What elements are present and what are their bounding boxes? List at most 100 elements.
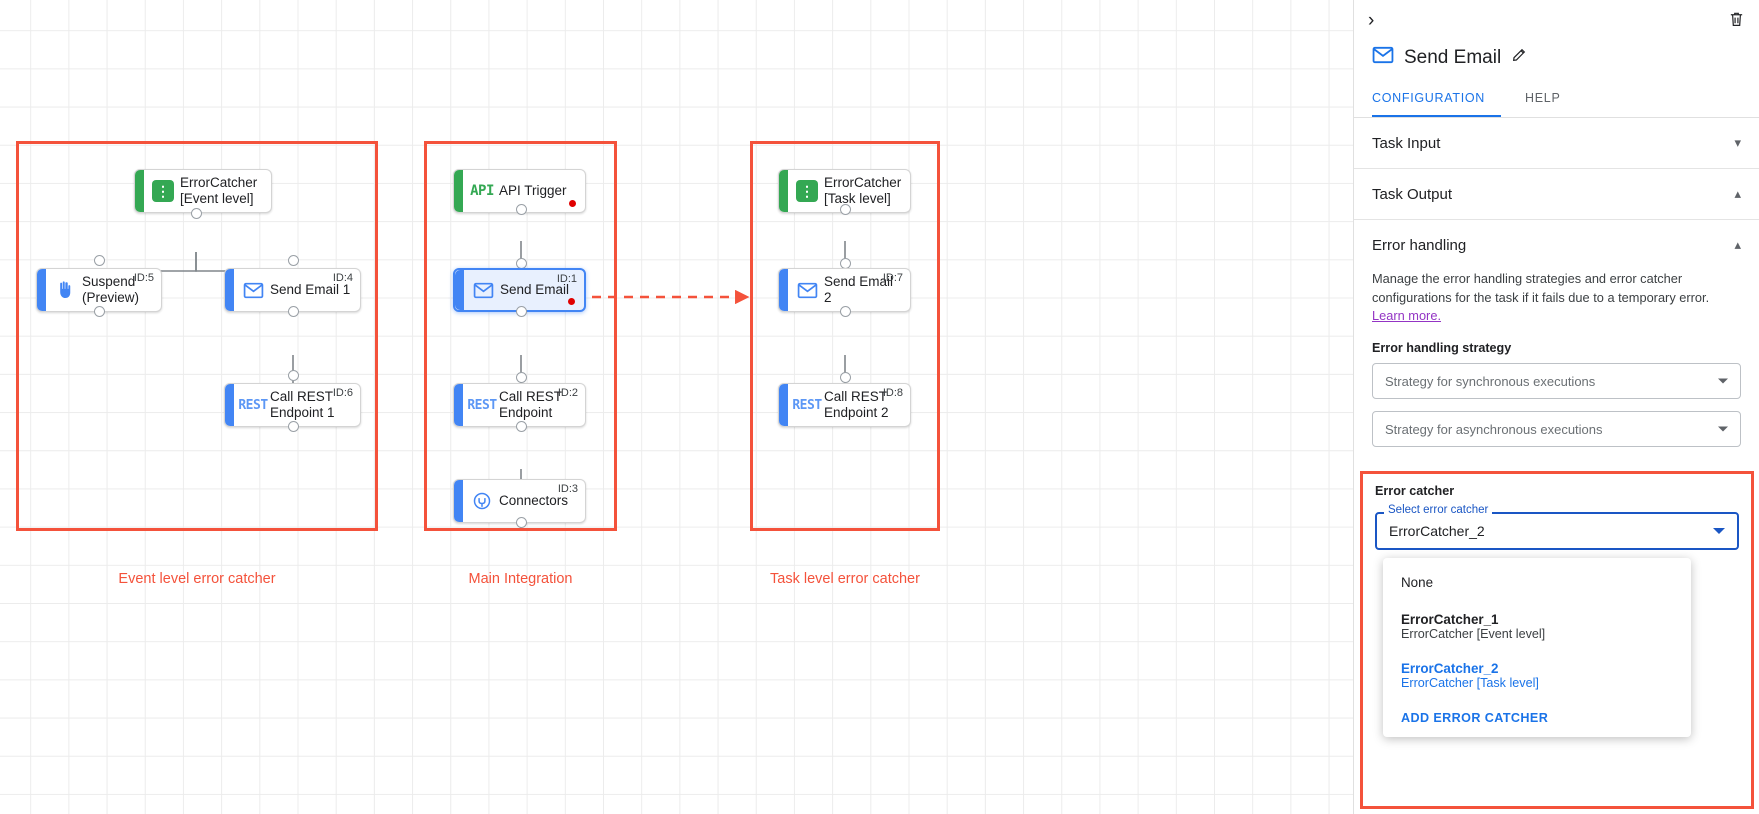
node-id: ID:6	[332, 387, 353, 399]
error-indicator-dot	[569, 200, 576, 207]
node-accent-bar	[225, 384, 234, 426]
node-call-rest-endpoint-1[interactable]: REST Call REST Endpoint 1 ID:6	[224, 383, 361, 427]
option-secondary: ErrorCatcher [Event level]	[1401, 627, 1546, 641]
select-error-catcher-legend: Select error catcher	[1384, 504, 1493, 516]
node-label: ErrorCatcher [Task level]	[824, 175, 902, 206]
error-catcher-select-wrap: Select error catcher ErrorCatcher_2	[1375, 504, 1739, 550]
port-send-email-1-in[interactable]	[288, 255, 299, 266]
port-errorcatcher-task-out[interactable]	[840, 204, 851, 215]
dropdown-option-errorcatcher-1[interactable]: ErrorCatcher_1 ErrorCatcher [Event level…	[1383, 607, 1691, 646]
node-label: ErrorCatcher [Event level]	[180, 175, 258, 206]
port-send-email-1-out[interactable]	[288, 306, 299, 317]
port-suspend-out[interactable]	[94, 306, 105, 317]
chevron-right-icon[interactable]: ›	[1368, 9, 1375, 31]
hand-icon	[48, 269, 82, 311]
chevron-up-icon[interactable]: ▴	[1734, 237, 1741, 252]
sync-strategy-value: Strategy for synchronous executions	[1385, 373, 1596, 389]
group-caption-event-level: Event level error catcher	[118, 571, 276, 587]
async-strategy-select[interactable]: Strategy for asynchronous executions	[1372, 411, 1741, 448]
node-accent-bar	[779, 384, 788, 426]
dropdown-option-errorcatcher-2[interactable]: ErrorCatcher_2 ErrorCatcher [Task level]	[1383, 656, 1691, 695]
node-id: ID:5	[133, 272, 154, 284]
port-suspend-in[interactable]	[94, 255, 105, 266]
envelope-icon	[236, 269, 270, 311]
node-label: Call REST Endpoint	[499, 389, 563, 420]
node-label: Call REST Endpoint 1	[270, 389, 335, 420]
section-header-task-output[interactable]: Task Output ▴	[1372, 169, 1741, 219]
node-id: ID:4	[332, 272, 353, 284]
trash-icon[interactable]	[1728, 10, 1745, 33]
node-label: Connectors	[499, 493, 569, 509]
node-id: ID:8	[882, 387, 903, 399]
node-call-rest-endpoint[interactable]: REST Call REST Endpoint ID:2	[453, 383, 586, 427]
section-task-input: Task Input ▾	[1354, 118, 1759, 169]
port-call-rest-1-in[interactable]	[288, 370, 299, 381]
error-indicator-dot	[568, 298, 575, 305]
error-catcher-icon: ⋮	[146, 170, 180, 212]
port-call-rest-in[interactable]	[516, 372, 527, 383]
error-catcher-title: Error catcher	[1375, 484, 1455, 498]
port-call-rest-1-out[interactable]	[288, 421, 299, 432]
tab-configuration[interactable]: CONFIGURATION	[1372, 83, 1502, 117]
node-accent-bar	[37, 269, 46, 311]
panel-title-row: Send Email	[1354, 40, 1759, 83]
learn-more-link[interactable]: Learn more.	[1372, 308, 1441, 324]
port-connectors-out[interactable]	[516, 517, 527, 528]
port-send-email-out[interactable]	[516, 306, 527, 317]
page-title: Send Email	[1404, 46, 1502, 68]
pencil-icon[interactable]	[1511, 47, 1527, 68]
node-send-email-2[interactable]: Send Email 2 ID:7	[778, 268, 911, 312]
connectors-icon	[465, 480, 499, 522]
node-accent-bar	[225, 269, 234, 311]
node-id: ID:3	[557, 483, 578, 495]
chevron-down-icon[interactable]: ▾	[1734, 135, 1741, 150]
node-send-email-1[interactable]: Send Email 1 ID:4	[224, 268, 361, 312]
node-accent-bar	[455, 270, 464, 310]
error-handling-description: Manage the error handling strategies and…	[1372, 271, 1710, 305]
rest-icon: REST	[238, 397, 268, 413]
chevron-down-icon	[1718, 378, 1728, 384]
node-suspend-preview[interactable]: Suspend (Preview) ID:5	[36, 268, 162, 312]
option-primary: None	[1401, 575, 1434, 590]
sync-strategy-select[interactable]: Strategy for synchronous executions	[1372, 363, 1741, 400]
panel-topbar: ›	[1354, 0, 1759, 40]
tab-help[interactable]: HELP	[1525, 91, 1561, 105]
section-title: Task Output	[1372, 185, 1453, 203]
port-call-rest-out[interactable]	[516, 421, 527, 432]
add-error-catcher-button[interactable]: ADD ERROR CATCHER	[1401, 711, 1549, 725]
node-connectors[interactable]: Connectors ID:3	[453, 479, 586, 523]
port-call-rest-2-in[interactable]	[840, 372, 851, 383]
port-api-trigger-out[interactable]	[516, 204, 527, 215]
node-label: Call REST Endpoint 2	[824, 389, 889, 420]
section-header-error-handling[interactable]: Error handling ▴	[1372, 220, 1741, 270]
section-header-task-input[interactable]: Task Input ▾	[1372, 118, 1741, 168]
async-strategy-value: Strategy for asynchronous executions	[1385, 421, 1603, 437]
group-box-main-integration	[424, 141, 617, 531]
error-catcher-dropdown-menu[interactable]: None ErrorCatcher_1 ErrorCatcher [Event …	[1383, 558, 1691, 737]
option-secondary: ErrorCatcher [Task level]	[1401, 676, 1539, 690]
node-errorcatcher-event-level[interactable]: ⋮ ErrorCatcher [Event level]	[134, 169, 272, 213]
chevron-up-icon[interactable]: ▴	[1734, 186, 1741, 201]
option-primary: ErrorCatcher_2	[1401, 661, 1499, 676]
select-error-catcher[interactable]: ErrorCatcher_2	[1375, 512, 1739, 550]
rest-icon: REST	[792, 397, 822, 413]
group-caption-main-integration: Main Integration	[468, 571, 573, 587]
dropdown-option-none[interactable]: None	[1383, 570, 1691, 595]
chevron-down-icon	[1713, 528, 1725, 534]
chevron-down-icon	[1718, 426, 1728, 432]
section-task-output: Task Output ▴	[1354, 169, 1759, 220]
envelope-icon	[1372, 46, 1394, 69]
error-handling-strategy-label: Error handling strategy	[1372, 341, 1512, 356]
port-send-email-2-out[interactable]	[840, 306, 851, 317]
task-config-panel: › Send Email	[1353, 0, 1759, 814]
port-errorcatcher-event-out[interactable]	[191, 208, 202, 219]
panel-tabs: CONFIGURATION HELP	[1354, 83, 1759, 118]
workflow-canvas[interactable]: Event level error catcher Main Integrati…	[0, 0, 1353, 814]
node-label: Send Email 2	[824, 274, 894, 305]
node-label: Send Email	[500, 282, 570, 298]
node-accent-bar	[779, 170, 788, 212]
node-label: Send Email 1	[270, 282, 351, 298]
node-call-rest-endpoint-2[interactable]: REST Call REST Endpoint 2 ID:8	[778, 383, 911, 427]
option-primary: ErrorCatcher_1	[1401, 612, 1499, 627]
